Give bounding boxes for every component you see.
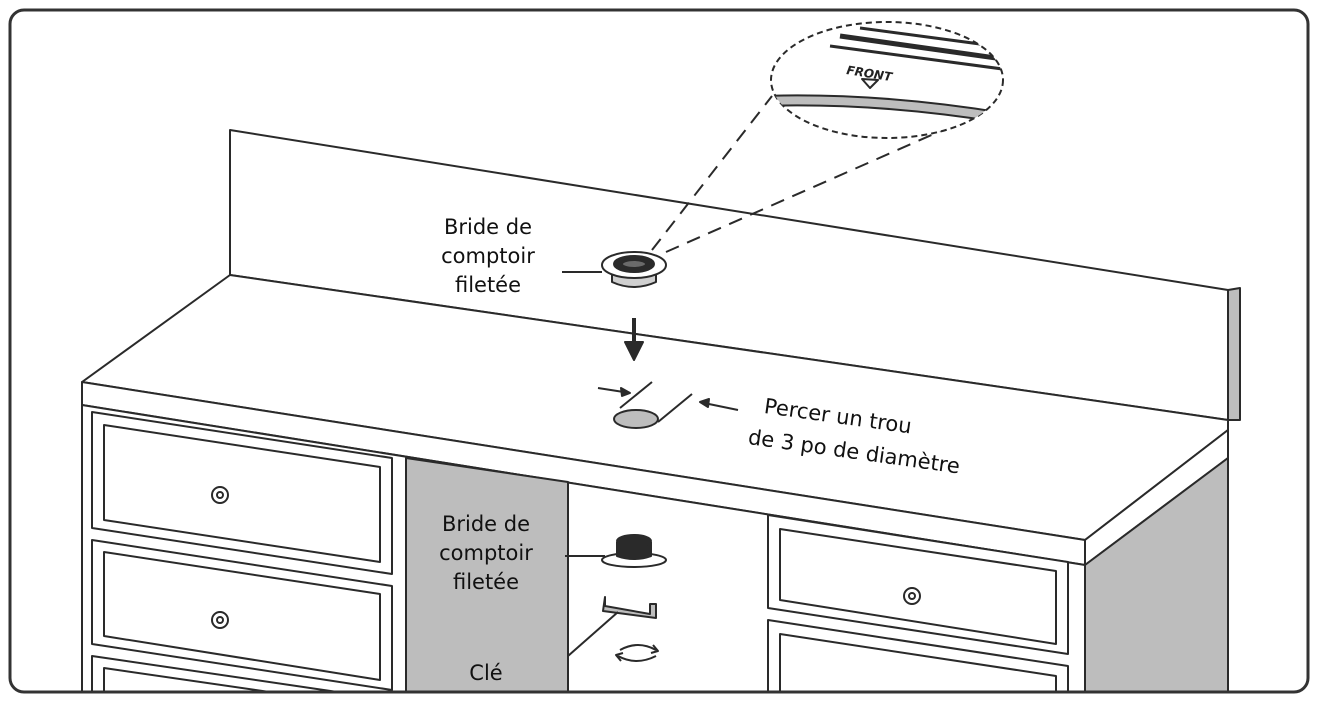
knob-icon bbox=[211, 486, 921, 629]
frame-border bbox=[8, 8, 1310, 694]
top-flange-label-line-2: comptoir bbox=[441, 244, 535, 268]
bottom-flange-label-line-2: comptoir bbox=[439, 541, 533, 565]
top-flange-label-line-3: filetée bbox=[454, 273, 522, 297]
top-flange-label-line-1: Bride de bbox=[443, 215, 533, 239]
arrow-down-icon bbox=[624, 318, 644, 361]
backsplash-edge bbox=[1227, 287, 1241, 421]
wrench-part bbox=[567, 596, 657, 657]
top-flange-label: Bride de comptoir filetée bbox=[418, 213, 558, 300]
left-drawers bbox=[91, 411, 393, 692]
bottom-flange-label: Bride de comptoir filetée bbox=[416, 510, 556, 597]
cabinet-side bbox=[1084, 457, 1229, 692]
wrench-label: Clé bbox=[469, 661, 503, 685]
center-panel bbox=[405, 457, 569, 692]
bottom-flange-label-line-1: Bride de bbox=[441, 512, 531, 536]
rotate-icon bbox=[615, 644, 659, 662]
bottom-flange-part bbox=[565, 534, 667, 568]
drill-hole bbox=[597, 381, 739, 429]
top-flange-part bbox=[562, 251, 667, 288]
front-zoom-callout bbox=[651, 21, 1004, 253]
bottom-flange-label-line-3: filetée bbox=[452, 570, 520, 594]
